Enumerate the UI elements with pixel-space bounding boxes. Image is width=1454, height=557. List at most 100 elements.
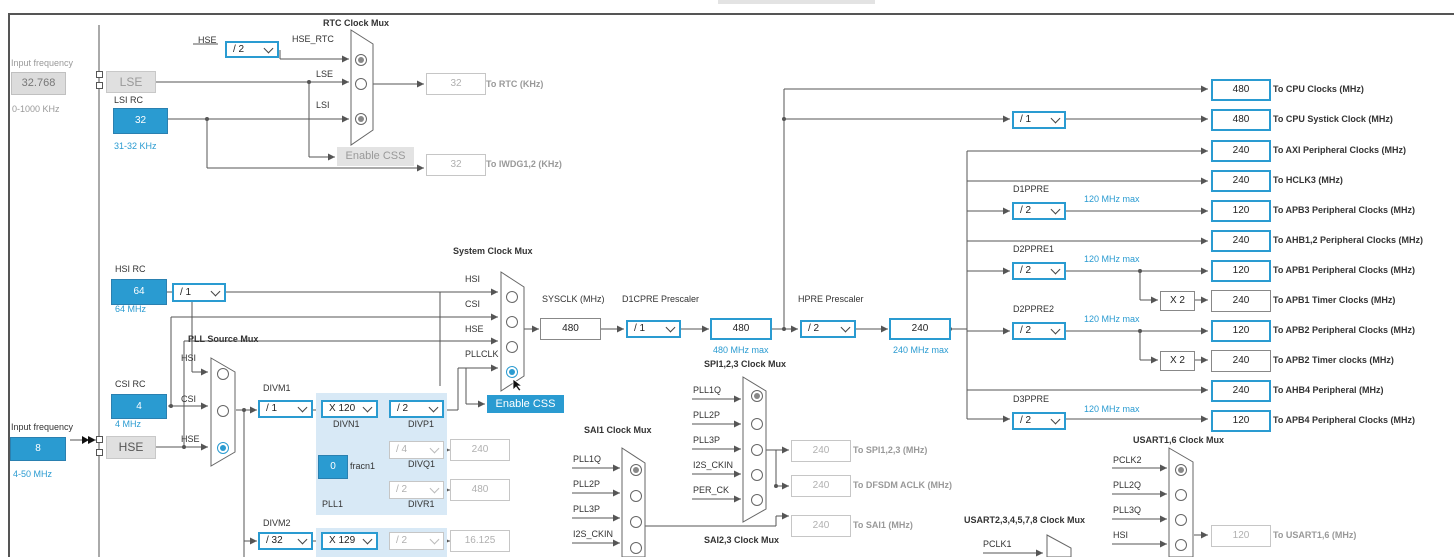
prescaler-label: D3PPRE — [1013, 394, 1050, 404]
spi-input-1: PLL2P — [693, 410, 721, 420]
dfsdm-output[interactable]: 240 — [791, 475, 851, 497]
divq1-output[interactable]: 240 — [450, 439, 510, 461]
output-label: To APB3 Peripheral Clocks (MHz) — [1273, 205, 1416, 215]
output-label: To APB1 Timer Clocks (MHz) — [1273, 295, 1396, 305]
output-label: To AHB4 Peripheral (MHz) — [1273, 385, 1384, 395]
sysclk-value[interactable]: 480 — [540, 318, 601, 340]
dfsdm-output-label: To DFSDM ACLK (MHz) — [853, 480, 952, 490]
spi-output[interactable]: 240 — [791, 440, 851, 462]
sys-enable-css-button[interactable]: Enable CSS — [487, 395, 564, 413]
lse-input-field[interactable]: 32.768 — [11, 72, 66, 95]
output-divider-select[interactable]: / 2 — [1012, 202, 1066, 220]
d1cpre-select[interactable]: / 1 — [626, 320, 681, 338]
sysmux-radio-pllclk[interactable] — [506, 366, 518, 378]
sai1-radio-0[interactable] — [630, 464, 642, 476]
output-value[interactable]: 240 — [1211, 230, 1271, 252]
hse-input-field[interactable]: 8 — [10, 437, 66, 461]
usart16-output-label: To USART1,6 (MHz) — [1273, 530, 1357, 540]
sai1-radio-3[interactable] — [630, 542, 642, 554]
rtc-lsi-label: LSI — [316, 100, 330, 110]
lsi-title: LSI RC — [114, 95, 144, 105]
rtc-output-value[interactable]: 32 — [426, 73, 486, 95]
output-value[interactable]: 480 — [1211, 79, 1271, 101]
pll-radio-hsi[interactable] — [217, 368, 229, 380]
csi-rc-block[interactable]: 4 — [111, 394, 167, 419]
spi-radio-1[interactable] — [751, 418, 763, 430]
spi-radio-4[interactable] — [751, 494, 763, 506]
sai1-radio-2[interactable] — [630, 516, 642, 528]
divm1-select[interactable]: / 1 — [258, 400, 313, 418]
hpre-value: / 2 — [808, 323, 820, 334]
spi-radio-3[interactable] — [751, 469, 763, 481]
sai1-output-label: To SAI1 (MHz) — [853, 520, 913, 530]
output-value[interactable]: 240 — [1211, 170, 1271, 192]
divm2-select[interactable]: / 32 — [258, 532, 313, 550]
divq1-select[interactable]: / 4 — [389, 441, 444, 459]
divp2-output[interactable]: 16.125 — [450, 530, 510, 552]
lsi-range: 31-32 KHz — [114, 141, 157, 151]
output-value[interactable]: 120 — [1211, 320, 1271, 342]
usart16-radio-1[interactable] — [1175, 489, 1187, 501]
usart16-radio-0[interactable] — [1175, 464, 1187, 476]
output-divider-select[interactable]: / 2 — [1012, 322, 1066, 340]
divp2-select[interactable]: / 2 — [389, 532, 444, 550]
hpre-select[interactable]: / 2 — [800, 320, 856, 338]
iwdg-output-value[interactable]: 32 — [426, 154, 486, 176]
divp1-select[interactable]: / 2 — [389, 400, 444, 418]
pll-radio-csi[interactable] — [217, 405, 229, 417]
divn2-select[interactable]: X 129 — [321, 532, 378, 550]
output-divider-value: / 2 — [1020, 415, 1032, 426]
divr1-select[interactable]: / 2 — [389, 481, 444, 499]
output-divider-select[interactable]: / 1 — [1012, 111, 1066, 129]
output-divider-select[interactable]: / 2 — [1012, 262, 1066, 280]
output-value[interactable]: 240 — [1211, 350, 1271, 372]
d1-output-value[interactable]: 480 — [710, 318, 772, 340]
output-value[interactable]: 120 — [1211, 410, 1271, 432]
sai1-mux-shape — [621, 447, 646, 557]
output-divider-select[interactable]: / 2 — [1012, 412, 1066, 430]
usart16-radio-2[interactable] — [1175, 514, 1187, 526]
hsi-divider-select[interactable]: / 1 — [172, 283, 226, 302]
usart16-output[interactable]: 120 — [1211, 525, 1271, 547]
divr1-output[interactable]: 480 — [450, 479, 510, 501]
system-mux-title: System Clock Mux — [453, 246, 533, 256]
chevron-down-icon — [263, 43, 274, 53]
hse-block[interactable]: HSE — [106, 436, 156, 459]
output-divider-value: / 2 — [1020, 265, 1032, 276]
sysmux-radio-hsi[interactable] — [506, 291, 518, 303]
cursor-icon — [512, 378, 524, 392]
chevron-down-icon — [362, 534, 373, 545]
output-value[interactable]: 120 — [1211, 260, 1271, 282]
spi-radio-2[interactable] — [751, 444, 763, 456]
usart16-radio-3[interactable] — [1175, 539, 1187, 551]
sysmux-radio-hse[interactable] — [506, 341, 518, 353]
chevron-down-icon — [429, 483, 440, 494]
chevron-down-icon — [1050, 113, 1061, 124]
rtc-radio-hse[interactable] — [355, 54, 367, 66]
rtc-output-label: To RTC (KHz) — [486, 79, 544, 89]
lse-block[interactable]: LSE — [106, 71, 156, 93]
rtc-enable-css-button[interactable]: Enable CSS — [337, 147, 414, 166]
output-value[interactable]: 240 — [1211, 140, 1271, 162]
spi-radio-0[interactable] — [751, 390, 763, 402]
pll-radio-hse[interactable] — [217, 442, 229, 454]
usart16-input-2: PLL3Q — [1113, 505, 1142, 515]
hpre-output-value[interactable]: 240 — [889, 318, 951, 340]
sysmux-radio-csi[interactable] — [506, 316, 518, 328]
hsi-rc-block[interactable]: 64 — [111, 279, 167, 305]
rtc-radio-lse[interactable] — [355, 78, 367, 90]
sai1-radio-1[interactable] — [630, 490, 642, 502]
hse-pin-top — [96, 436, 103, 443]
rtc-radio-lsi[interactable] — [355, 113, 367, 125]
chevron-down-icon — [210, 286, 221, 296]
fracn1-field[interactable]: 0 — [318, 455, 348, 479]
output-value[interactable]: 240 — [1211, 380, 1271, 402]
sai1-input-2: PLL3P — [573, 504, 601, 514]
output-value[interactable]: 240 — [1211, 290, 1271, 312]
output-value[interactable]: 480 — [1211, 109, 1271, 131]
sai1-output[interactable]: 240 — [791, 515, 851, 537]
lsi-rc-block[interactable]: 32 — [113, 108, 168, 134]
divn1-select[interactable]: X 120 — [321, 400, 378, 418]
output-value[interactable]: 120 — [1211, 200, 1271, 222]
rtc-hse-divider-select[interactable]: / 2 — [225, 41, 279, 58]
